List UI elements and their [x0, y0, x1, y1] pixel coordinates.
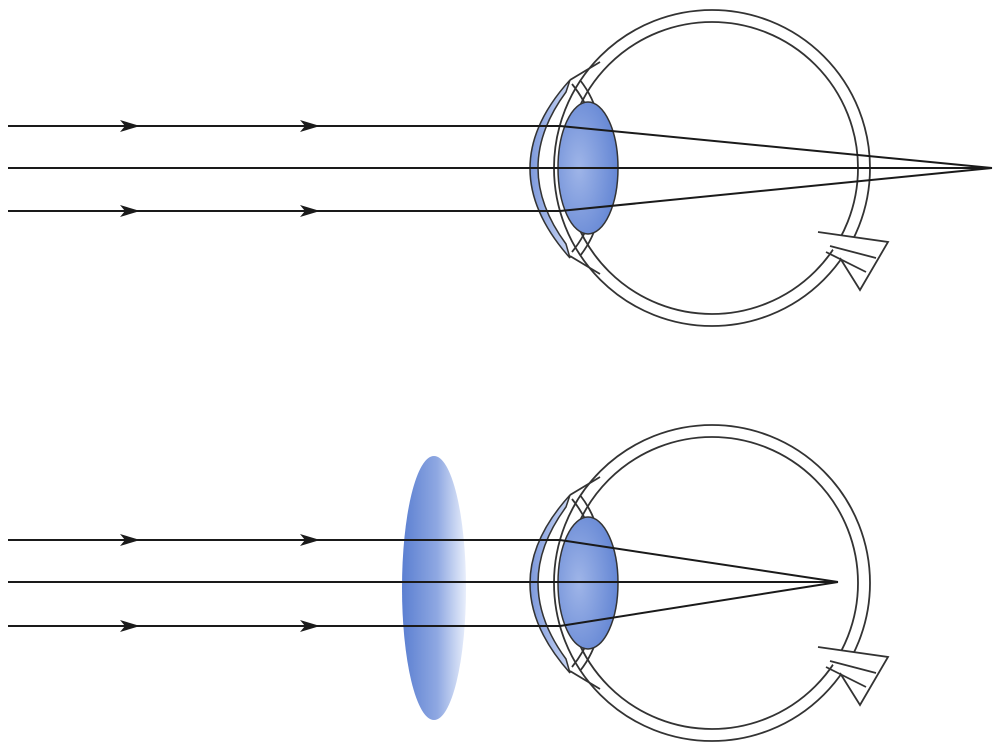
panel-uncorrected: [8, 9, 993, 327]
corrective-convex-lens: [402, 456, 466, 720]
optic-nerve-line: [829, 245, 877, 259]
optic-nerve-line-2: [825, 251, 867, 273]
ray-top-refracted: [559, 539, 839, 583]
ray-bottom-refracted: [559, 581, 839, 627]
optic-nerve-line-2: [825, 666, 867, 688]
iris-bottom: [569, 670, 601, 690]
panel-corrected: [8, 424, 890, 742]
rays: [8, 534, 839, 632]
ray-top-refracted: [559, 125, 993, 169]
iris-top: [569, 61, 601, 81]
cornea: [529, 79, 571, 259]
iris-top: [569, 476, 601, 496]
optic-nerve-line: [829, 660, 877, 674]
eyeball: [553, 9, 890, 327]
rays: [8, 120, 993, 217]
optic-nerve: [817, 231, 890, 292]
optic-nerve: [817, 646, 890, 707]
ray-bottom-refracted: [559, 167, 993, 212]
iris-bottom: [569, 255, 601, 275]
